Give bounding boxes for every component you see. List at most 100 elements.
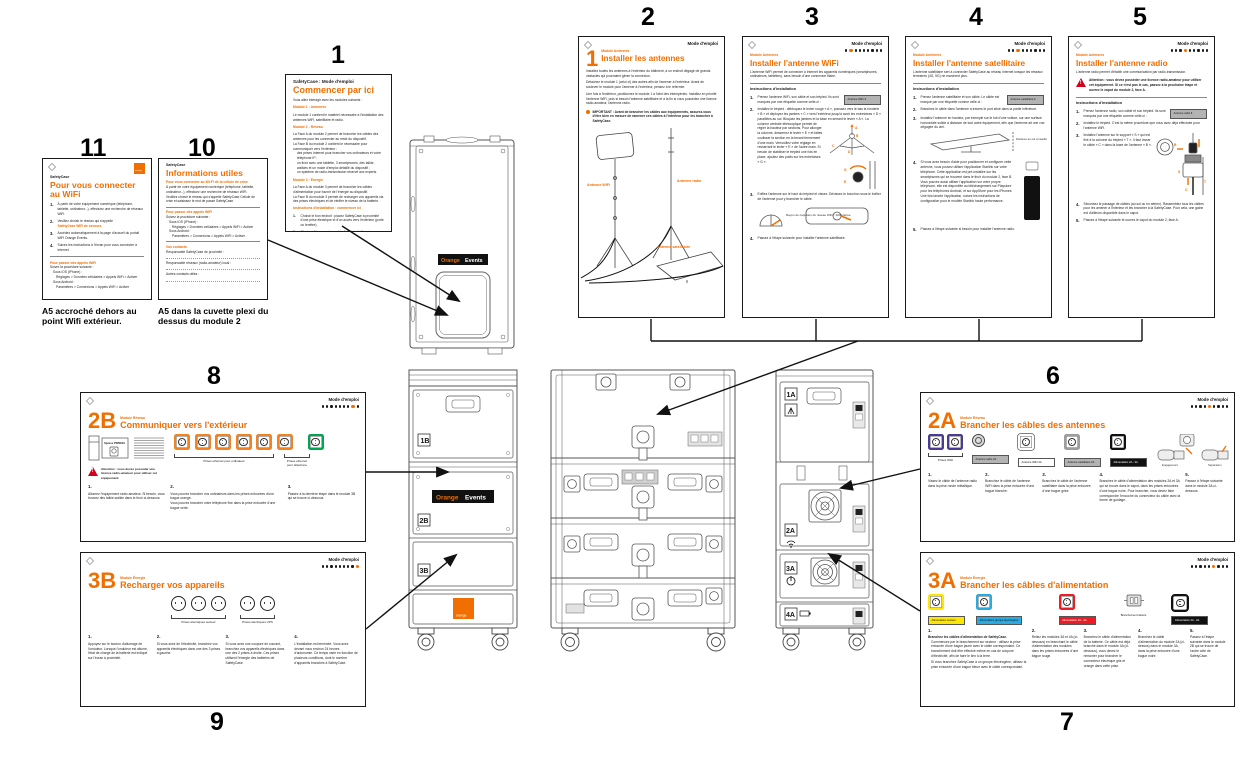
battery-connector-icon [1123, 594, 1144, 607]
brand-label: SafetyCase [50, 175, 70, 179]
caption-a5-outdoor: A5 accroché dehors au point Wifi extérie… [42, 306, 137, 327]
svg-text:B: B [1174, 143, 1177, 147]
step-num: 2. [50, 218, 54, 224]
label-number-5: 5 [1133, 3, 1147, 31]
radio-device-block: Xpress PD500H Attention : vous devez pos… [88, 434, 166, 480]
3a-step1: 1. Branchez les câbles d'alimentation de… [928, 627, 1027, 669]
instructions-header: Instructions d'installation [913, 87, 960, 92]
antennas-p1: Installez toutes les antennes à l'extéri… [586, 68, 711, 78]
ios-path: Réglages > Données cellulaires > Appels … [172, 224, 254, 229]
sector-sockets-block: Prises électriques secteur [171, 596, 226, 624]
sat-cable-tag: Antenne satellitaire 1 [1007, 95, 1044, 105]
wifi-a5-step2-text: Veuillez choisir le réseau qui s'appelle [57, 218, 113, 223]
sector-sockets-row [171, 596, 226, 612]
tag-text: Antenne satellitaire [1010, 97, 1034, 101]
tower-face-a-drawing: 1A 2A 3A 4A [775, 369, 874, 651]
radio-jack-block: Antenne radio 2A [972, 434, 1009, 464]
3b-step1-text: Appuyez sur le bouton d'allumage de l'on… [88, 641, 148, 661]
start-step1-num: 1. [293, 213, 296, 218]
tag-alimentation: Alimentation 2A - 3A [1110, 458, 1147, 467]
power-socket-icon [260, 596, 275, 612]
compass-icon [85, 556, 95, 566]
svg-text:2A: 2A [786, 528, 795, 535]
module-label: Module Énergie [960, 576, 986, 581]
info-sec2-intro: Suivez la procédure suivante : [166, 215, 211, 220]
card-start: SafetyCase : Mode d'emploi Commencer par… [285, 74, 392, 232]
mode-demploi-label: Mode d'emploi [1014, 41, 1045, 46]
2b-warning: Attention : vous devez posséder une lice… [101, 466, 158, 480]
svg-text:4A: 4A [786, 612, 795, 619]
ethernet-ports-block: Prises ethernet pour ordinateur Prises e… [174, 434, 358, 480]
3a-step1-bullet2: Si vous branchez SafetyCase à un groupe … [931, 659, 1027, 669]
battery-jack-block: Branchement batterie [1121, 594, 1146, 618]
device-model-label: Xpress PD500H [104, 441, 125, 445]
center-rack-drawing [550, 369, 736, 652]
compass-icon [910, 40, 920, 50]
sat-height-note: Distance au sol conseillée : environ 2 m… [1016, 137, 1047, 141]
secteur-jack-block: Alimentation secteur [928, 594, 965, 625]
clamp-diagram: EG [844, 160, 876, 189]
wifi-step3-text: Enfilez l'antenne sur le haut du trépied… [757, 192, 881, 201]
white-ring-jack-icon [1018, 434, 1034, 451]
label-number-10: 10 [188, 134, 216, 162]
2a-step4-text: Branchez le câble d'alimentation des mod… [1099, 479, 1181, 503]
step-num: 3. [50, 230, 54, 236]
blue-ring-jack-icon [976, 594, 992, 611]
compass-icon [925, 396, 935, 406]
2b-step2b-text: Vous pouvez brancher votre téléphone fix… [170, 501, 276, 510]
card-code: 3A [928, 568, 957, 594]
compass-icon [925, 556, 935, 566]
wifi-a5-step4: Suivez les instructions à l'écran pour v… [57, 242, 137, 252]
separation-label: Séparation [1208, 463, 1222, 467]
orange-events-badge: Orange Events [432, 490, 494, 503]
card-code: 2A [928, 408, 957, 434]
ethernet-port-icon [174, 434, 190, 451]
contact2-label: Responsable réseaux (radio-amateur) loca… [166, 261, 232, 266]
label-antenne-radio: Antenne radio [677, 179, 702, 183]
card-2a: Mode d'emploi 2A Module Réseau Brancher … [920, 392, 1235, 542]
wifi-radius-note: Rayon de captation du réseau WiFi : 100 … [786, 213, 851, 217]
ios-path: Réglages > Données cellulaires > Appels … [56, 274, 138, 279]
wifi-cable-tag: Antenne WiFi 1 [844, 95, 881, 105]
card-title: Brancher les câbles d'alimentation [960, 580, 1109, 591]
label-number-11: 11 [80, 134, 107, 162]
radio-intro: L'antenne radio permet d'établir une com… [1076, 69, 1187, 74]
3b-step2: 2.Si vous avez de l'électricité, branche… [156, 634, 221, 656]
3a-step1-text: Branchez les câbles d'alimentation de Sa… [928, 634, 1008, 639]
module2-text1: La Face A du module 2 permet de brancher… [293, 132, 379, 141]
sat-step4: Si vous avez besoin d'aide pour position… [920, 160, 1013, 203]
2b-step2: 2.Vous pouvez brancher vos ordinateurs d… [170, 484, 276, 510]
card-2b: Mode d'emploi 2B Module Réseau Communiqu… [80, 392, 366, 542]
compass-icon [1073, 40, 1083, 50]
compass-icon [85, 396, 95, 406]
module-1b-label: 1B [417, 433, 431, 447]
caption-a5-plexi: A5 dans la cuvette plexi du dessus du mo… [158, 306, 269, 327]
radio-warning: Attention : vous devez posséder une lice… [1089, 78, 1202, 93]
antennas-p3: Une fois à l'extérieur, positionnez le m… [586, 91, 717, 106]
step-num: 5. [1076, 218, 1080, 224]
module-label: Module Réseau [120, 416, 145, 421]
card-code: 3B [88, 568, 117, 594]
bracket-computers: Prises ethernet pour ordinateur [174, 454, 274, 468]
black-ring-jack-icon [1171, 594, 1190, 613]
warning-triangle-icon [88, 466, 98, 476]
card-install-radio: Mode d'emploi Module Antennes Installer … [1068, 36, 1215, 318]
ethernet-ports-row [174, 434, 358, 451]
wheels [560, 627, 726, 652]
tag-antenne-wifi: Antenne WiFi 2A [1018, 458, 1055, 467]
label-number-3: 3 [805, 3, 819, 31]
card-title: Installer l'antenne WiFi [750, 58, 839, 68]
3a-step3: 3.Branchez le câble d'alimentation de la… [1083, 627, 1132, 668]
2b-step3-text: Passez à la dernière étape dans le modul… [287, 491, 356, 501]
3a-step1-bullet1: Commencez par le branchement sur secteur… [931, 639, 1021, 658]
card-install-antennas: Mode d'emploi 1 Module Antennes Installe… [578, 36, 725, 318]
info-sec2-header: Pour passer des appels WiFi [166, 210, 213, 215]
badge-orange-text: Orange [441, 258, 460, 264]
appels-wifi-intro: Suivre la procédure suivante : [50, 265, 94, 270]
ethernet-port-icon [235, 434, 252, 451]
connector-guide-block: Engagement Séparation [1156, 433, 1234, 470]
progress-dots [845, 48, 882, 53]
bracket-phone: Prises ethernet pour téléphone [284, 454, 310, 468]
3a-step5-text: Passez à l'étape suivante dans le module… [1189, 634, 1226, 658]
module2-bullet2: un tiroir avec une tablette, 3 smartphon… [297, 160, 375, 170]
